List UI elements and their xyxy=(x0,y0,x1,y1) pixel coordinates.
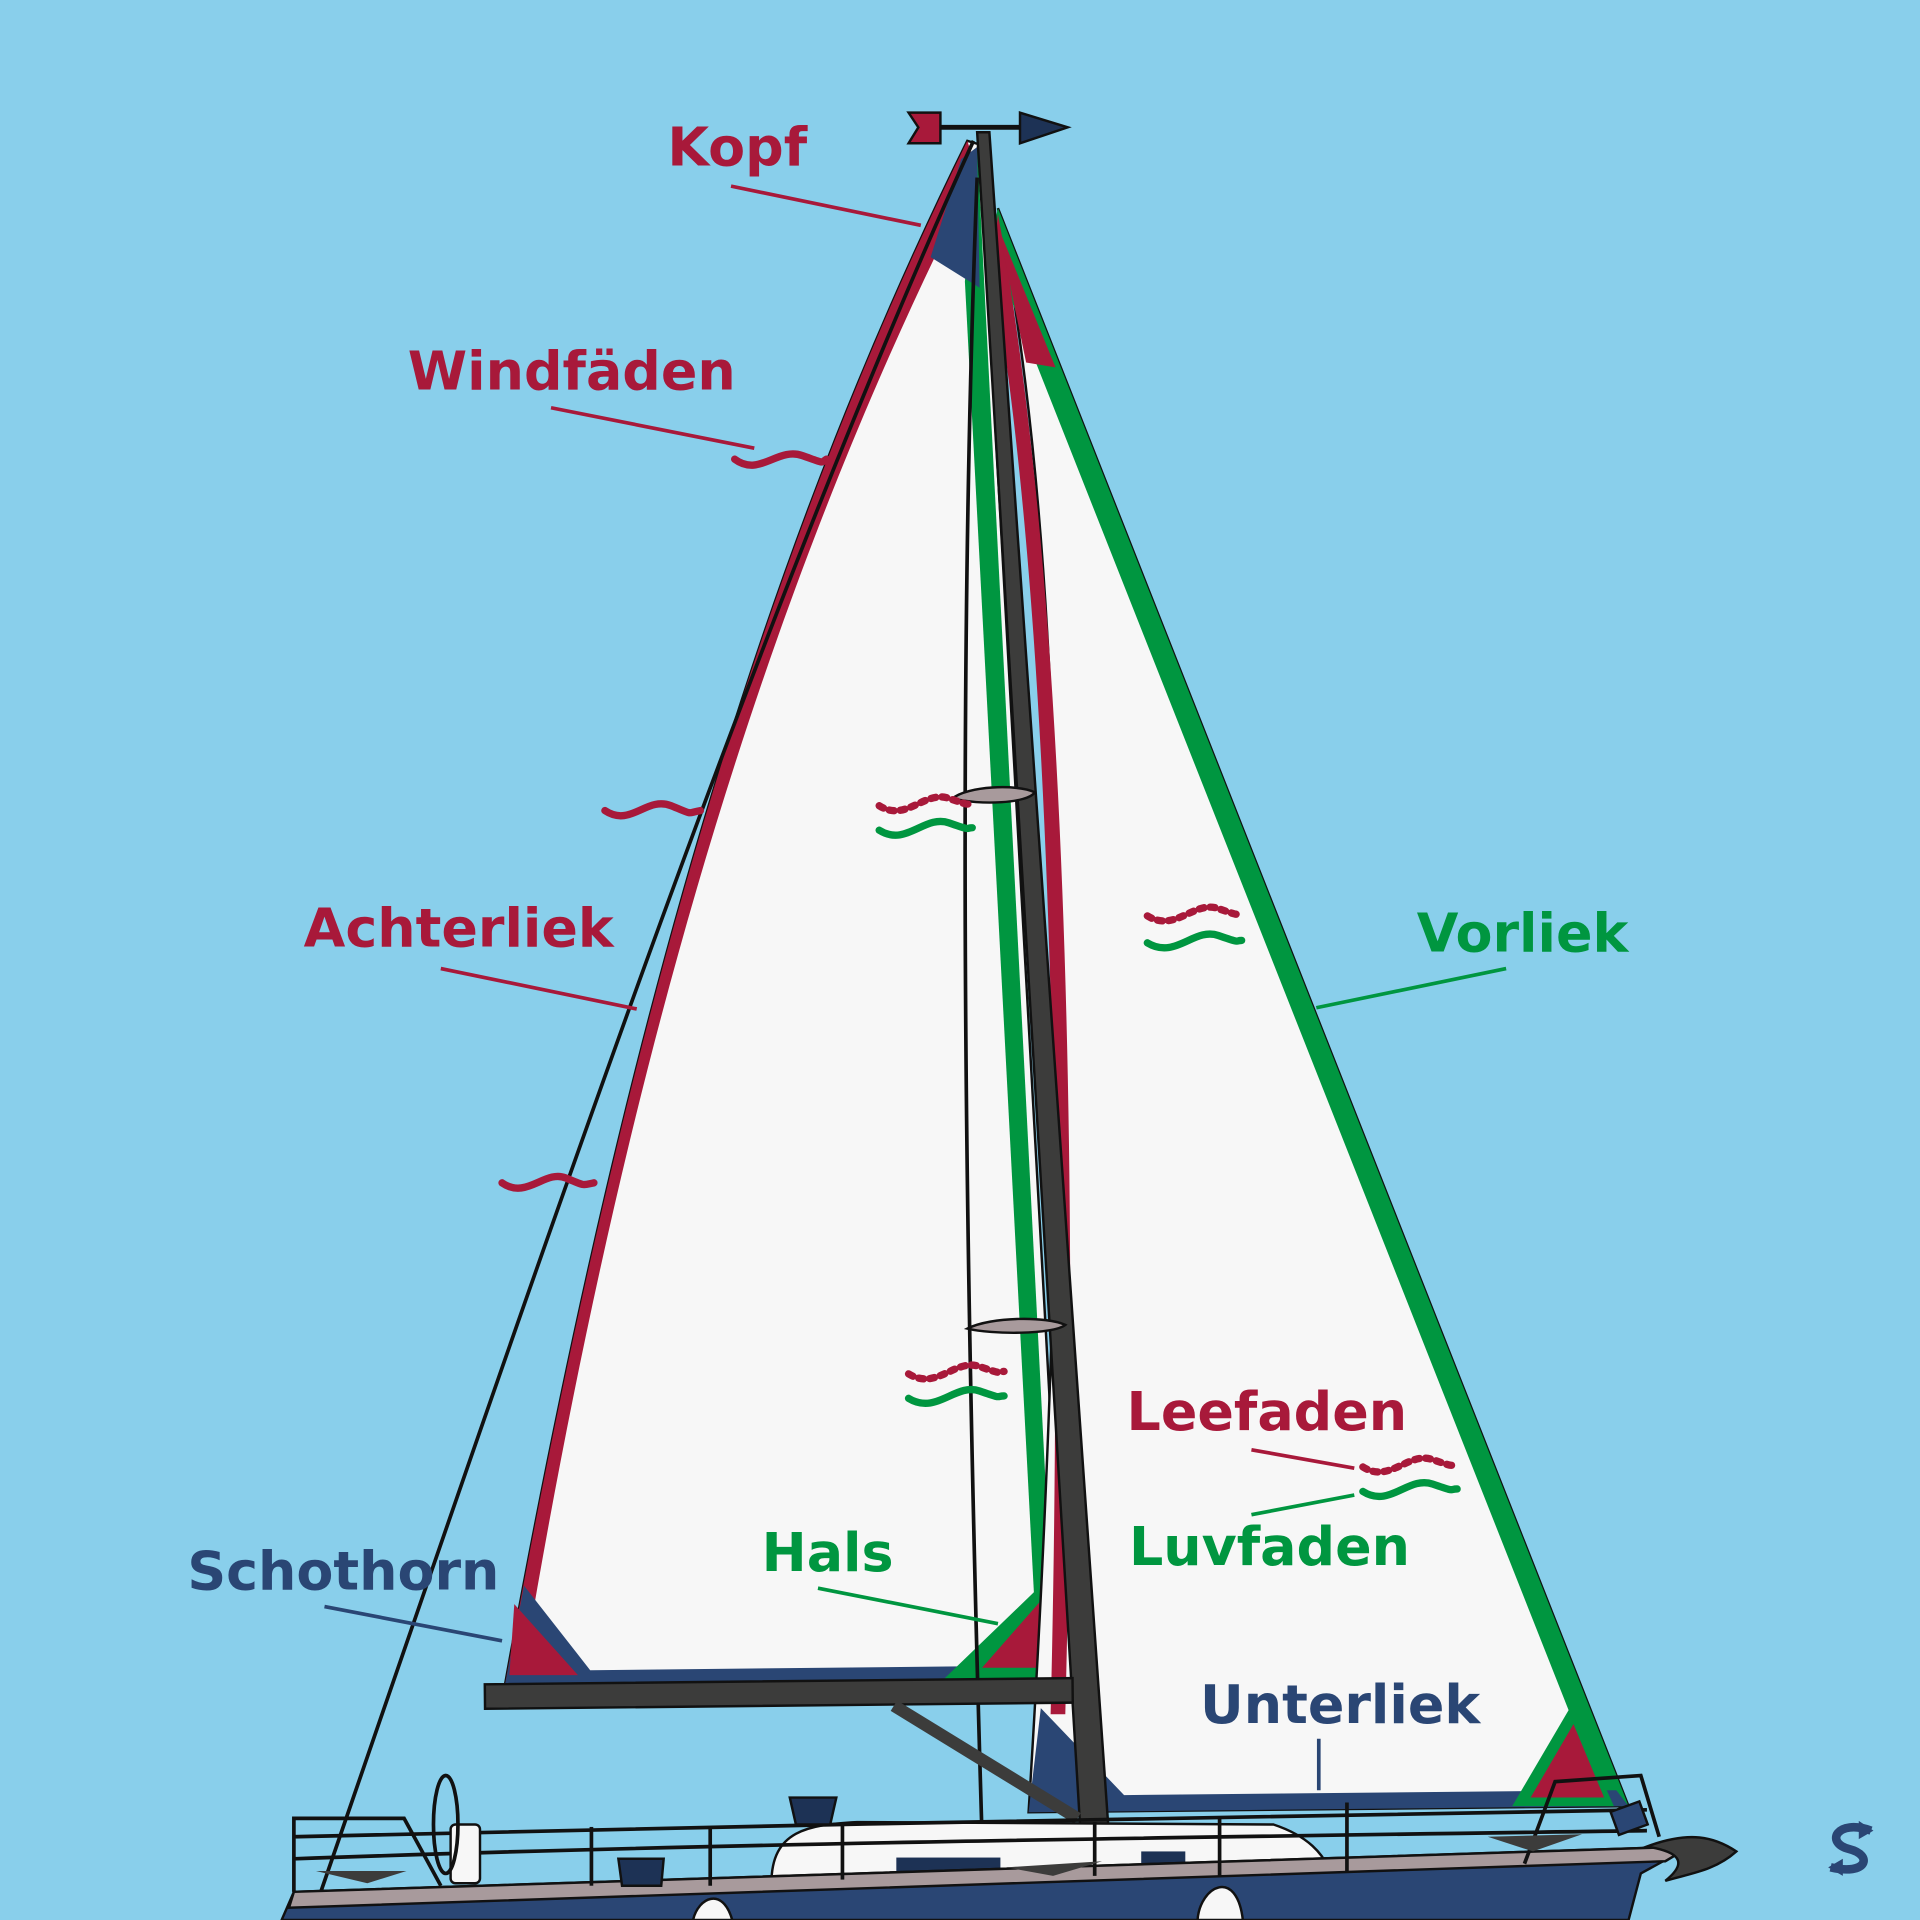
leeward-telltale-icon xyxy=(1143,903,1246,925)
lifebuoy xyxy=(431,1773,460,1876)
leader-line xyxy=(1251,1493,1355,1517)
winch xyxy=(788,1796,838,1826)
fender xyxy=(1196,1885,1245,1920)
leader-line xyxy=(550,405,755,450)
leeward-telltale-icon xyxy=(904,1361,1008,1383)
label-foot: Unterliek xyxy=(1200,1673,1481,1736)
spreader xyxy=(963,1317,1068,1335)
hull xyxy=(280,1773,1739,1920)
label-windward-telltale: Luvfaden xyxy=(1129,1515,1410,1578)
telltale-icon xyxy=(601,800,705,820)
backstay xyxy=(319,140,976,1893)
jib-leech xyxy=(991,214,1071,1715)
windward-telltale-icon xyxy=(1359,1479,1461,1501)
leader-line xyxy=(817,1586,999,1626)
label-leech: Achterliek xyxy=(304,897,615,960)
telltale-icon xyxy=(731,450,831,469)
leader-line xyxy=(1251,1447,1355,1470)
deck xyxy=(287,1845,1695,1910)
label-tack: Hals xyxy=(762,1521,894,1584)
jib xyxy=(989,207,1631,1814)
railing xyxy=(292,1807,1647,1892)
leeward-telltale-icon xyxy=(875,793,976,815)
leader-line xyxy=(324,1604,503,1643)
label-head: Kopf xyxy=(667,115,807,178)
mainsail xyxy=(503,139,1067,1689)
boom xyxy=(483,1676,1075,1711)
wind-vane-icon xyxy=(906,110,1072,145)
cleat xyxy=(315,1871,407,1884)
mainsail-luff xyxy=(964,144,1056,1678)
cleat xyxy=(1006,1861,1103,1876)
label-clew: Schothorn xyxy=(187,1539,499,1602)
pulpit xyxy=(1522,1773,1661,1865)
anchor xyxy=(1642,1835,1739,1882)
fender xyxy=(691,1897,734,1920)
label-telltales: Windfäden xyxy=(408,339,736,402)
boom-vang xyxy=(890,1700,1081,1824)
windward-telltale-icon xyxy=(875,817,976,839)
leeward-telltale-icon xyxy=(1359,1454,1461,1476)
shroud xyxy=(963,177,984,1837)
leader-line xyxy=(730,184,922,228)
windward-telltale-icon xyxy=(1143,930,1246,952)
label-luff: Vorliek xyxy=(1417,901,1630,964)
brand-logo xyxy=(1828,1820,1874,1876)
leader-line xyxy=(440,966,638,1011)
telltale-icon xyxy=(498,1172,598,1192)
label-leeward-telltale: Leefaden xyxy=(1127,1380,1408,1443)
winch xyxy=(616,1857,666,1887)
jib-luff xyxy=(989,208,1629,1807)
cleat xyxy=(1487,1834,1583,1852)
clew-patch xyxy=(509,1604,578,1676)
head-patch xyxy=(930,146,980,288)
windward-telltale-icon xyxy=(904,1385,1008,1408)
leader-line xyxy=(1315,966,1507,1010)
spreader xyxy=(950,785,1037,804)
